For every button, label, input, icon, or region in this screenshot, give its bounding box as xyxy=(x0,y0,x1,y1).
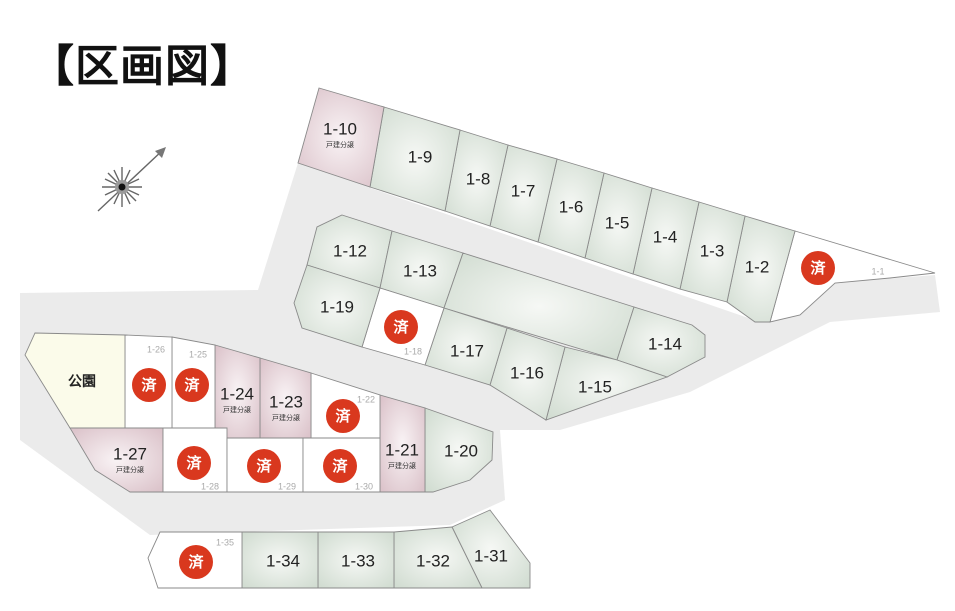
lot-1-3[interactable]: 1-3 xyxy=(679,201,746,303)
sold-badge xyxy=(247,449,281,483)
lot-1-19[interactable]: 1-19 xyxy=(293,264,381,348)
lot-number: 1-12 xyxy=(333,241,367,260)
lot-sub-label: 戸建分譲 xyxy=(388,461,416,470)
lot-number: 1-13 xyxy=(403,261,437,280)
lot-1-23[interactable]: 1-23 戸建分譲 xyxy=(259,357,312,439)
lot-1-10[interactable]: 1-10 戸建分譲 xyxy=(297,87,385,188)
lot-1-30[interactable]: 済 1-30 xyxy=(302,437,381,493)
lot-number: 1-6 xyxy=(559,197,584,216)
lot-number: 1-29 xyxy=(278,481,296,491)
lot-1-28[interactable]: 済 1-28 xyxy=(162,427,228,493)
lot-1-24[interactable]: 1-24 戸建分譲 xyxy=(214,344,261,439)
lot-1-27[interactable]: 1-27 戸建分譲 xyxy=(69,427,164,493)
lot-number: 1-14 xyxy=(648,334,682,353)
sold-badge-text: 済 xyxy=(393,318,409,336)
sold-badge-text: 済 xyxy=(188,553,204,571)
lot-1-31[interactable]: 1-31 xyxy=(451,509,531,589)
lot-1-16[interactable]: 1-16 xyxy=(489,327,566,421)
lot-1-14[interactable]: 1-14 xyxy=(616,306,706,378)
sold-badge-text: 済 xyxy=(186,454,202,472)
lot-number: 1-27 xyxy=(113,444,147,463)
lot-shape[interactable] xyxy=(297,87,385,188)
lot-1-18[interactable]: 済 1-18 xyxy=(361,287,445,366)
lot-number: 1-7 xyxy=(511,181,536,200)
lot-number: 1-24 xyxy=(220,384,254,403)
lot-number: 1-34 xyxy=(266,551,300,570)
lot-sub-label: 戸建分譲 xyxy=(272,413,300,422)
sold-badge xyxy=(179,545,213,579)
lot-1-25[interactable]: 済 1-25 xyxy=(171,336,216,429)
lot-shape[interactable] xyxy=(69,427,164,493)
lot-1-15[interactable]: 1-15 xyxy=(545,346,669,421)
sold-badge-text: 済 xyxy=(184,376,200,394)
lot-number: 1-5 xyxy=(605,213,630,232)
lot-number: 1-17 xyxy=(450,341,484,360)
lot-number: 1-22 xyxy=(357,394,375,404)
page-title: 【区画図】 xyxy=(30,41,255,92)
lot-number: 1-19 xyxy=(320,297,354,316)
lot-1-17[interactable]: 1-17 xyxy=(424,307,508,386)
sold-badge xyxy=(175,368,209,402)
sold-badge-text: 済 xyxy=(335,407,351,425)
lot-1-21[interactable]: 1-21 戸建分譲 xyxy=(379,394,426,493)
lot-number: 1-21 xyxy=(385,440,419,459)
sold-badge xyxy=(326,399,360,433)
sold-badge xyxy=(384,310,418,344)
lot-1-7[interactable]: 1-7 xyxy=(489,144,558,243)
sold-badge xyxy=(132,368,166,402)
lot-number: 1-8 xyxy=(466,169,491,188)
lot-number: 1-2 xyxy=(745,257,770,276)
lot-shape[interactable] xyxy=(293,264,381,348)
lot-1-35[interactable]: 済 1-35 xyxy=(147,531,243,589)
lot-number: 1-10 xyxy=(323,119,357,138)
lot-number: 1-26 xyxy=(147,344,165,354)
lot-1-33[interactable]: 1-33 xyxy=(317,531,395,589)
lot-number: 1-18 xyxy=(404,346,422,356)
lot-number: 1-28 xyxy=(201,481,219,491)
sold-badge xyxy=(323,449,357,483)
lot-number: 1-33 xyxy=(341,551,375,570)
lot-park[interactable]: 公園 xyxy=(24,332,126,429)
sold-badge-text: 済 xyxy=(141,376,157,394)
lot-1-9[interactable]: 1-9 xyxy=(369,106,461,212)
lot-number: 1-31 xyxy=(474,546,508,565)
lot-sub-label: 戸建分譲 xyxy=(116,465,144,474)
park-label: 公園 xyxy=(68,374,96,390)
sold-badge xyxy=(801,251,835,285)
sold-badge xyxy=(177,446,211,480)
lot-1-8[interactable]: 1-8 xyxy=(444,129,509,227)
lot-number: 1-15 xyxy=(578,377,612,396)
lot-1-26[interactable]: 済 1-26 xyxy=(124,334,173,429)
lot-1-20[interactable]: 1-20 xyxy=(424,407,494,493)
lot-sub-label: 戸建分譲 xyxy=(223,405,251,414)
lot-number: 1-1 xyxy=(871,266,884,276)
lot-number: 1-25 xyxy=(189,349,207,359)
sold-badge-text: 済 xyxy=(332,457,348,475)
lot-number: 1-16 xyxy=(510,363,544,382)
lot-1-29[interactable]: 済 1-29 xyxy=(226,437,304,493)
lot-number: 1-35 xyxy=(216,537,234,547)
north-arrow-compass-icon xyxy=(97,147,166,212)
lot-number: 1-9 xyxy=(408,147,433,166)
lot-number: 1-32 xyxy=(416,551,450,570)
lot-number: 1-20 xyxy=(444,441,478,460)
sold-badge-text: 済 xyxy=(810,259,826,277)
lot-number: 1-23 xyxy=(269,392,303,411)
lot-number: 1-3 xyxy=(700,241,725,260)
lot-1-34[interactable]: 1-34 xyxy=(241,531,319,589)
lot-number: 1-30 xyxy=(355,481,373,491)
sold-badge-text: 済 xyxy=(256,457,272,475)
lot-1-13[interactable]: 1-13 xyxy=(379,230,464,309)
lot-1-2[interactable]: 1-2 xyxy=(726,215,796,323)
lot-number: 1-4 xyxy=(653,227,678,246)
lot-sub-label: 戸建分譲 xyxy=(326,140,354,149)
